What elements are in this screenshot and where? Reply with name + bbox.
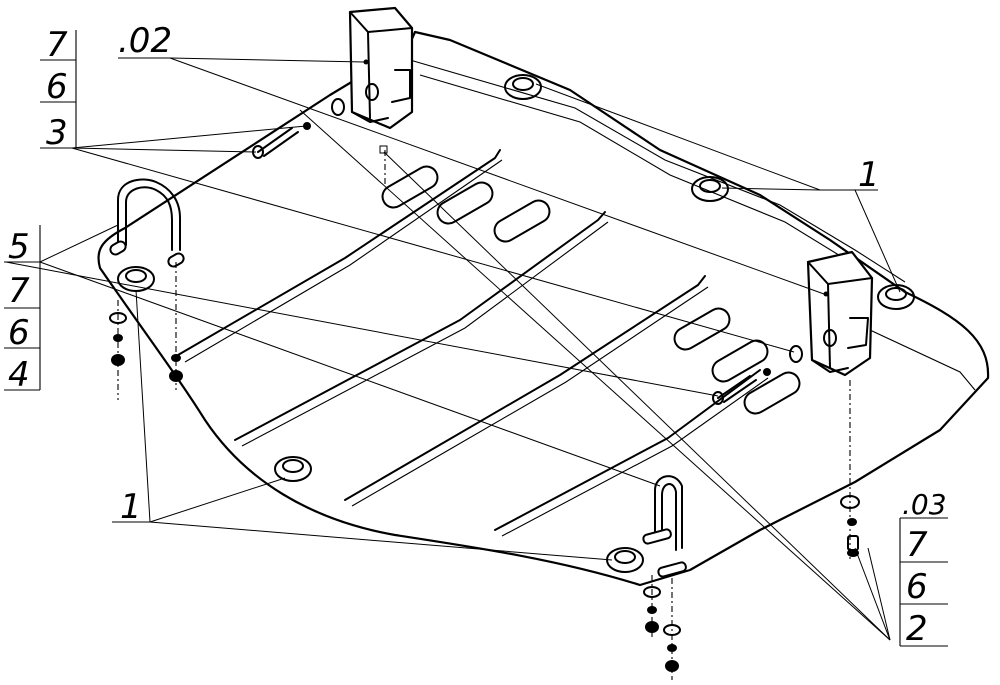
- rear-rim-line: [409, 59, 906, 283]
- grommet: [877, 284, 915, 310]
- rib-3: [344, 275, 706, 501]
- rib-1: [177, 149, 501, 356]
- bolt-top-left: [252, 98, 345, 159]
- fastener-stack-right: [840, 495, 860, 557]
- rib-4-edge: [501, 377, 769, 537]
- u-bolt-right: [642, 475, 687, 578]
- vent-slot: [493, 199, 551, 243]
- callout-label: 2: [906, 609, 928, 649]
- mounting-bracket-top: [348, 6, 414, 130]
- callout-ref-03: .03: [902, 488, 947, 521]
- vent-slot: [381, 165, 439, 209]
- rib-2-edge: [241, 221, 609, 447]
- callout-group-bottom-right: 7 6 2: [906, 525, 928, 649]
- callout-group-left: 5 7 6 4: [8, 227, 30, 395]
- rib-4: [494, 369, 761, 531]
- vent-slot: [711, 339, 769, 383]
- callout-ref-1-bottom: 1: [120, 487, 142, 527]
- callout-label: 3: [46, 113, 68, 153]
- leader-lines: [4, 30, 948, 647]
- grommet: [691, 176, 729, 202]
- callout-label: 7: [8, 271, 30, 311]
- callout-ref-1-right: 1: [858, 155, 880, 195]
- vent-slot: [436, 181, 494, 225]
- bolt-right: [712, 345, 803, 405]
- callout-label: 7: [906, 525, 928, 565]
- skid-plate-outline: [97, 30, 990, 587]
- grommet: [504, 74, 542, 100]
- callout-label: 7: [46, 25, 68, 65]
- fastener-stack-bottom: [643, 586, 681, 672]
- vent-slot: [673, 307, 731, 351]
- callout-group-top-left: 7 6 3: [46, 25, 68, 153]
- grommet: [274, 456, 312, 482]
- callout-ref-02: .02: [118, 21, 172, 61]
- rear-rim-line-2: [419, 74, 861, 269]
- vent-slot: [743, 371, 801, 415]
- rib-2: [234, 211, 606, 441]
- rib-3-edge: [351, 286, 709, 507]
- callout-label: 6: [46, 67, 68, 107]
- rib-1-edge: [184, 159, 503, 363]
- callout-label: 6: [8, 313, 30, 353]
- right-rim-line: [869, 329, 976, 391]
- u-bolt-left: [109, 178, 185, 268]
- callout-label: 4: [8, 355, 30, 395]
- mounting-bracket-right: [806, 250, 874, 377]
- callout-label: 6: [906, 567, 928, 607]
- callout-label: 5: [8, 227, 30, 267]
